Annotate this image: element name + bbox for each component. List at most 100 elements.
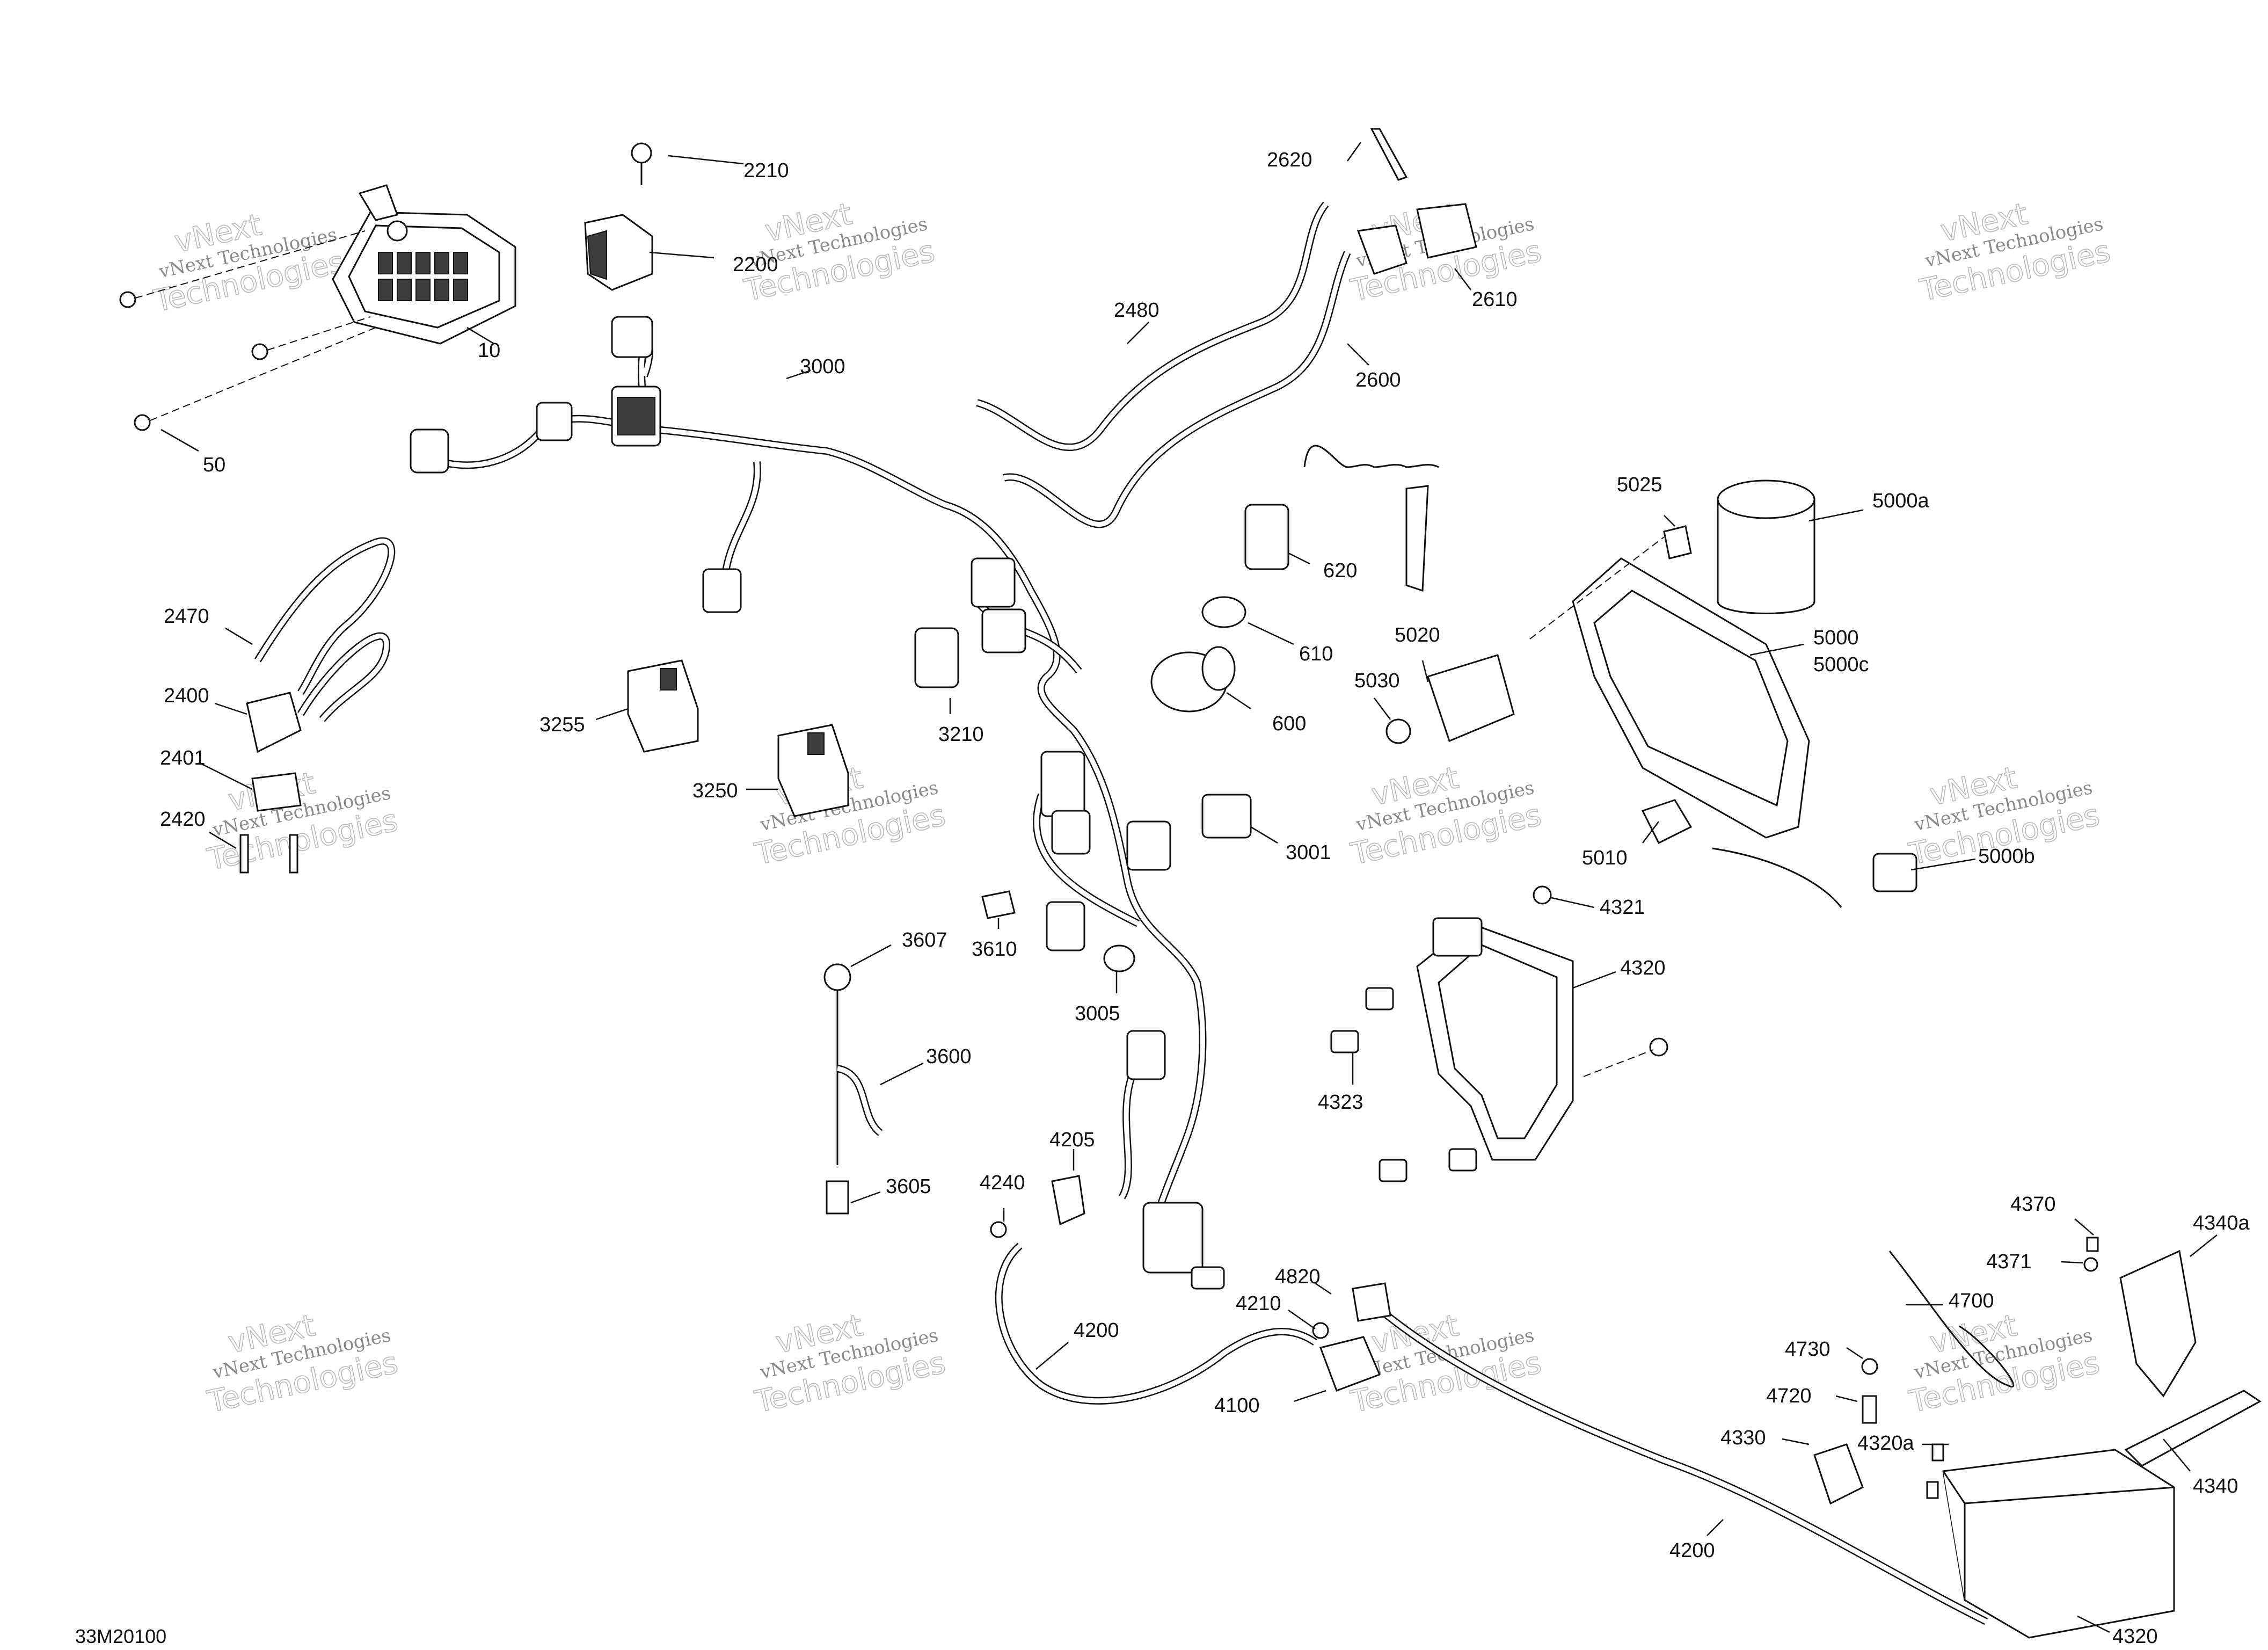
screw-set — [119, 230, 376, 431]
callout-5000c: 5000c — [1813, 653, 1869, 676]
callout-4730: 4730 — [1785, 1338, 1831, 1361]
callout-5000: 5000 — [1813, 627, 1859, 649]
callout-2200: 2200 — [733, 253, 778, 276]
callout-3255: 3255 — [539, 714, 585, 736]
bracket-4340a — [2119, 1249, 2197, 1398]
callout-2401: 2401 — [160, 747, 206, 769]
callout-4371: 4371 — [1986, 1251, 2032, 1273]
solenoid-4100 — [1319, 1336, 1381, 1392]
bolt-4320a — [1931, 1443, 1944, 1462]
nut-4730 — [1861, 1358, 1878, 1375]
grommet-3005 — [1103, 944, 1135, 972]
callout-620: 620 — [1323, 559, 1357, 582]
callout-4321: 4321 — [1600, 896, 1645, 919]
callout-4820: 4820 — [1275, 1266, 1321, 1288]
filter-canister — [1717, 479, 1815, 614]
callout-2210: 2210 — [743, 159, 789, 182]
callout-10: 10 — [478, 339, 500, 362]
hose-2470 — [254, 537, 396, 722]
bolt-3610 — [981, 890, 1016, 919]
watermark-bottom-center: vNext vNext Technologies Technologies — [752, 1307, 949, 1420]
callout-3250: 3250 — [692, 780, 738, 802]
callout-610: 610 — [1299, 643, 1333, 665]
leader-lines — [161, 142, 2218, 1633]
terminal-cover-4330 — [1813, 1443, 1864, 1505]
fuse-box-module — [332, 184, 516, 345]
cable-4700 — [1888, 1251, 2015, 1387]
grommet-ring — [1201, 596, 1246, 628]
callout-2600: 2600 — [1355, 369, 1401, 391]
callout-4240: 4240 — [980, 1172, 1025, 1194]
bracket-5020 — [1427, 654, 1515, 743]
nut-4321-b — [1649, 1037, 1668, 1057]
boot-4820 — [1352, 1282, 1391, 1322]
callout-2620: 2620 — [1267, 149, 1312, 171]
callout-4323: 4323 — [1318, 1091, 1363, 1114]
watermark-bottom-left: vNext vNext Technologies Technologies — [204, 1307, 402, 1420]
callout-labels: 2210 2200 10 50 3000 2480 2620 2610 2600… — [160, 149, 2250, 1648]
nut-4321 — [1533, 885, 1552, 905]
parts-layer — [119, 128, 2262, 1639]
ecu-4320 — [1416, 917, 1574, 1161]
bolt-4720 — [1862, 1395, 1877, 1424]
bolt-4320a-b — [1926, 1481, 1939, 1499]
callout-3610: 3610 — [972, 938, 1017, 961]
standoffs-4323 — [1330, 987, 1477, 1182]
callout-4700: 4700 — [1949, 1290, 1994, 1312]
strap-4340 — [2124, 1390, 2262, 1467]
callout-4720: 4720 — [1766, 1385, 1812, 1407]
watermark-top-right: vNext vNext Technologies Technologies — [1916, 196, 2114, 309]
callout-5020: 5020 — [1395, 624, 1440, 646]
callout-2470: 2470 — [164, 605, 209, 628]
nut-5030 — [1385, 718, 1411, 744]
callout-4340a: 4340a — [2193, 1212, 2250, 1234]
callout-4320-battery: 4320 — [2112, 1625, 2158, 1648]
callout-2480: 2480 — [1114, 299, 1159, 322]
callout-4370: 4370 — [2010, 1193, 2056, 1216]
callout-3607: 3607 — [902, 929, 947, 951]
callout-3600: 3600 — [926, 1045, 972, 1068]
callout-2610: 2610 — [1472, 288, 1518, 311]
watermark-top-center: vNext vNext Technologies Technologies — [741, 196, 938, 309]
nut-4240 — [990, 1221, 1007, 1238]
callout-4320-ecu: 4320 — [1620, 957, 1666, 979]
sensor-2400 — [246, 692, 302, 753]
bolt-5025 — [1663, 525, 1692, 559]
watermark-mid-right-center: vNext vNext Technologies Technologies — [1347, 760, 1545, 873]
callout-4330: 4330 — [1720, 1427, 1766, 1449]
ground-strap — [823, 963, 883, 1215]
coil-lanyard — [1244, 445, 1439, 592]
ignition-knob — [1150, 646, 1236, 713]
callout-4200-a: 4200 — [1074, 1319, 1119, 1342]
screws-2420 — [239, 834, 298, 874]
screw-4370 — [2086, 1237, 2099, 1252]
switch-3255 — [627, 659, 699, 753]
callout-3605: 3605 — [886, 1175, 931, 1198]
battery-cable-4200 — [995, 1242, 1988, 1625]
relay-with-pin — [1357, 128, 1477, 275]
connector-3001 — [1201, 794, 1252, 839]
callout-4210: 4210 — [1236, 1292, 1281, 1315]
speed-sensor — [584, 142, 653, 291]
callout-3005: 3005 — [1075, 1002, 1120, 1025]
callout-3000: 3000 — [800, 355, 845, 378]
diagram-code: 33M20100 — [75, 1625, 166, 1647]
callout-3210: 3210 — [938, 723, 984, 746]
breather-hoses — [976, 201, 1351, 528]
callout-2400: 2400 — [164, 685, 209, 707]
callout-2420: 2420 — [160, 808, 206, 831]
callout-4205: 4205 — [1049, 1129, 1095, 1151]
callout-5030: 5030 — [1354, 670, 1400, 692]
watermark-mid-right: vNext vNext Technologies Technologies — [1906, 760, 2103, 873]
switch-3250 — [777, 724, 849, 817]
callout-4200-b: 4200 — [1669, 1539, 1715, 1562]
boot-4205 — [1051, 1175, 1085, 1226]
bracket-2401 — [251, 772, 302, 812]
callout-5000a: 5000a — [1872, 490, 1930, 512]
callout-4100: 4100 — [1214, 1394, 1260, 1417]
watermark-group: vNext vNext Technologies Technologies vN… — [150, 196, 2114, 1420]
callout-4320a: 4320a — [1857, 1432, 1915, 1455]
callout-5025: 5025 — [1617, 474, 1662, 496]
watermark-bottom-right: vNext vNext Technologies Technologies — [1906, 1307, 2103, 1420]
